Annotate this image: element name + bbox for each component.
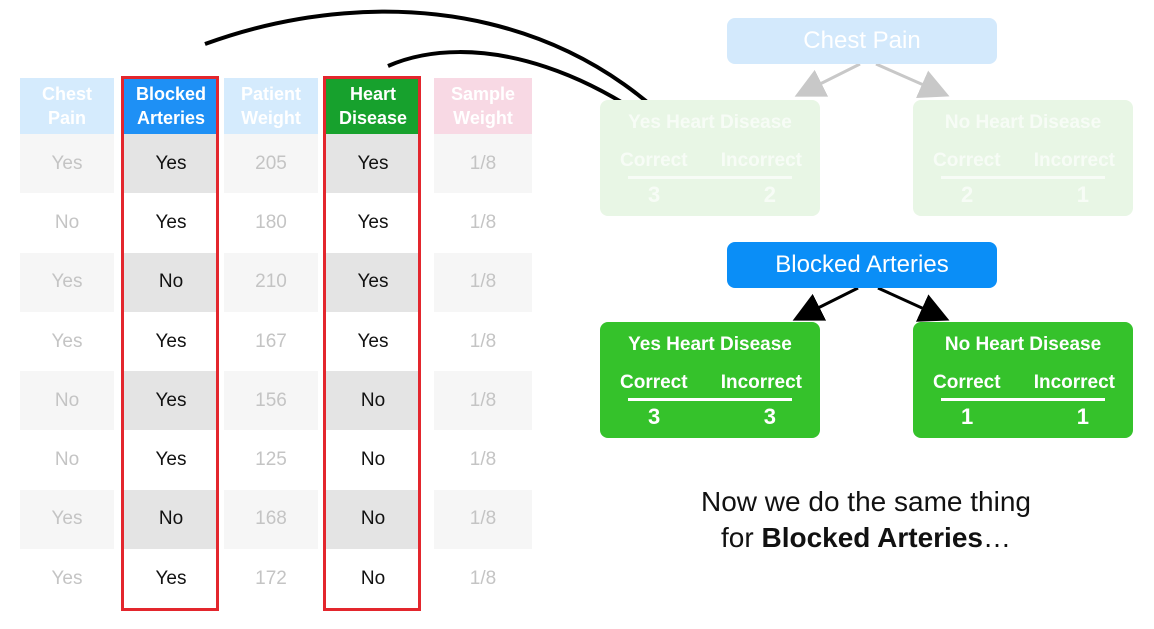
table-cell: No: [326, 489, 420, 550]
table-cell: 1/8: [434, 252, 532, 312]
table-cell: Yes: [124, 371, 218, 431]
leaf-title: Yes Heart Disease: [628, 112, 792, 133]
table-cell: No: [20, 193, 114, 253]
tree-node-blocked-arteries: Blocked Arteries: [727, 242, 997, 288]
header-patient-weight: Patient Weight: [224, 78, 318, 134]
leaf-title: No Heart Disease: [944, 112, 1102, 133]
table-cell: No: [20, 371, 114, 431]
incorrect-count: 1: [1076, 182, 1089, 207]
table-cell: 125: [224, 430, 318, 490]
table-cell: Yes: [326, 252, 420, 312]
table-cell: 172: [224, 549, 318, 609]
correct-label: Correct: [620, 150, 688, 171]
column-patient-weight: Patient Weight 205 180 210 167 156 125 1…: [224, 78, 318, 609]
column-sample-weight: Sample Weight 1/8 1/8 1/8 1/8 1/8 1/8 1/…: [434, 78, 532, 609]
table-cell: Yes: [124, 134, 218, 194]
column-blocked-arteries: Blocked Arteries Yes Yes No Yes Yes Yes …: [124, 78, 218, 609]
table-cell: No: [326, 371, 420, 431]
table-cell: Yes: [326, 193, 420, 253]
table-cell: Yes: [326, 311, 420, 372]
incorrect-label: Incorrect: [1033, 372, 1115, 393]
caption-line-1: Now we do the same thing: [701, 486, 1031, 517]
faded-leaf-yes-heart-disease: Yes Heart Disease Correct Incorrect 3 2: [600, 100, 820, 216]
column-heart-disease: Heart Disease Yes Yes Yes Yes No No No N…: [326, 78, 420, 609]
header-sample-weight: Sample Weight: [434, 78, 532, 134]
table-cell: No: [124, 252, 218, 312]
table-cell: 156: [224, 371, 318, 431]
table-cell: No: [20, 430, 114, 490]
table-cell: 205: [224, 134, 318, 194]
table-cell: Yes: [20, 252, 114, 312]
faded-edge-left: [794, 62, 861, 97]
table-cell: 168: [224, 489, 318, 550]
header-heart-disease: Heart Disease: [326, 78, 420, 134]
table-cell: Yes: [20, 134, 114, 194]
table-cell: 1/8: [434, 193, 532, 253]
table-cell: Yes: [124, 430, 218, 490]
leaf-title: Yes Heart Disease: [628, 334, 792, 355]
table-cell: Yes: [20, 549, 114, 609]
divider: [628, 398, 792, 401]
highlight-box-heart-disease: [323, 76, 421, 611]
correct-label: Correct: [933, 150, 1001, 171]
table-cell: 1/8: [434, 489, 532, 550]
correct-label: Correct: [933, 372, 1001, 393]
table-cell: 1/8: [434, 549, 532, 609]
header-chest-pain: Chest Pain: [20, 78, 114, 134]
correct-count: 3: [648, 182, 661, 207]
leaf-no-heart-disease: No Heart Disease Correct Incorrect 1 1: [913, 322, 1133, 438]
header-blocked-arteries: Blocked Arteries: [124, 78, 218, 134]
divider: [941, 398, 1105, 401]
correct-count: 1: [961, 404, 974, 429]
table-cell: 1/8: [434, 311, 532, 372]
table-cell: Yes: [20, 489, 114, 550]
highlight-box-blocked-arteries: [121, 76, 219, 611]
caption-line-2: for Blocked Arteries…: [600, 520, 1132, 556]
divider: [628, 176, 792, 179]
caption-bold: Blocked Arteries: [761, 522, 983, 553]
table-cell: 1/8: [434, 430, 532, 490]
table-cell: 1/8: [434, 371, 532, 431]
table-cell: Yes: [124, 193, 218, 253]
correct-label: Correct: [620, 372, 688, 393]
leaf-title: No Heart Disease: [944, 334, 1102, 355]
correct-count: 2: [961, 182, 974, 207]
table-cell: No: [124, 489, 218, 550]
table-cell: Yes: [326, 134, 420, 194]
table-cell: Yes: [124, 311, 218, 372]
caption: Now we do the same thing for Blocked Art…: [600, 484, 1132, 556]
divider: [941, 176, 1105, 179]
caption-prefix: for: [721, 522, 762, 553]
table-cell: 1/8: [434, 134, 532, 194]
table-cell: Yes: [20, 311, 114, 372]
incorrect-label: Incorrect: [1033, 150, 1115, 171]
incorrect-count: 2: [763, 182, 776, 207]
table-cell: 180: [224, 193, 318, 253]
incorrect-label: Incorrect: [720, 372, 802, 393]
incorrect-count: 3: [763, 404, 776, 429]
table-cell: No: [326, 430, 420, 490]
table-cell: 210: [224, 252, 318, 312]
edge-right: [877, 286, 950, 322]
correct-count: 3: [648, 404, 661, 429]
faded-leaf-no-heart-disease: No Heart Disease Correct Incorrect 2 1: [913, 100, 1133, 216]
column-chest-pain: Chest Pain Yes No Yes Yes No No Yes Yes: [20, 78, 114, 609]
faded-edge-right: [875, 62, 950, 99]
leaf-yes-heart-disease: Yes Heart Disease Correct Incorrect 3 3: [600, 322, 820, 438]
table-cell: No: [326, 549, 420, 609]
table-cell: Yes: [124, 549, 218, 609]
table-cell: 167: [224, 311, 318, 372]
incorrect-label: Incorrect: [720, 150, 802, 171]
edge-left: [792, 286, 859, 321]
tree-node-chest-pain: Chest Pain: [727, 18, 997, 64]
incorrect-count: 1: [1076, 404, 1089, 429]
caption-suffix: …: [982, 522, 1011, 553]
